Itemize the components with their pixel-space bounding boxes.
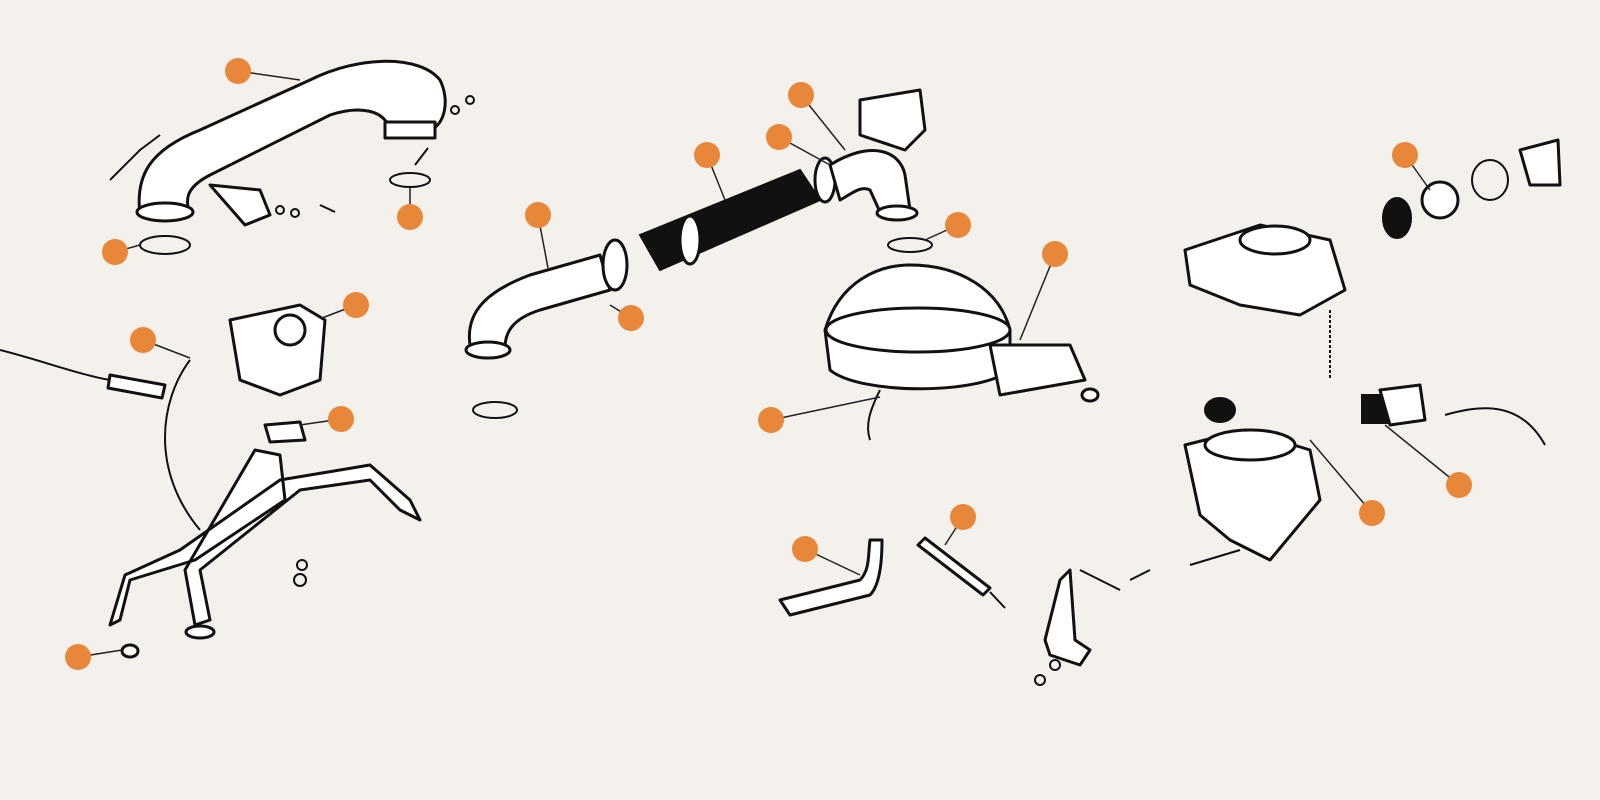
hotspot-intake-lower-ring[interactable] bbox=[102, 239, 128, 265]
hotspot-pump-diaphragm[interactable] bbox=[1446, 472, 1472, 498]
hotspot-air-cleaner-snorkel[interactable] bbox=[1042, 241, 1068, 267]
hotspot-breather-rod[interactable] bbox=[950, 504, 976, 530]
hotspot-flexible-hose[interactable] bbox=[694, 142, 720, 168]
hotspot-breather-pipe[interactable] bbox=[792, 536, 818, 562]
hotspot-choke-cable[interactable] bbox=[130, 327, 156, 353]
hotspot-hose-elbow[interactable] bbox=[525, 202, 551, 228]
breather-pipes bbox=[778, 536, 1006, 617]
hotspot-intake-seal-ring[interactable] bbox=[397, 204, 423, 230]
carburettor-right bbox=[1034, 138, 1562, 686]
air-cleaner bbox=[823, 237, 1100, 441]
hotspot-hose-clamp[interactable] bbox=[766, 124, 792, 150]
hotspot-manifold-plug[interactable] bbox=[65, 644, 91, 670]
hotspot-intake-pipe[interactable] bbox=[225, 58, 251, 84]
hotspot-air-cleaner-hose[interactable] bbox=[758, 407, 784, 433]
hotspot-carburettor-left[interactable] bbox=[343, 292, 369, 318]
hotspot-hose-lower-clamp[interactable] bbox=[618, 305, 644, 331]
hotspot-carburettor-gasket[interactable] bbox=[328, 406, 354, 432]
intake-pipe-left bbox=[109, 59, 475, 255]
hotspot-jet-assembly[interactable] bbox=[1359, 500, 1385, 526]
hotspot-choke-cover[interactable] bbox=[1392, 142, 1418, 168]
flexible-hose-center bbox=[464, 88, 927, 419]
hotspots bbox=[65, 58, 1472, 670]
hotspot-air-cleaner-seal[interactable] bbox=[945, 212, 971, 238]
hotspot-elbow-bracket[interactable] bbox=[788, 82, 814, 108]
carburettor-left bbox=[0, 303, 422, 659]
